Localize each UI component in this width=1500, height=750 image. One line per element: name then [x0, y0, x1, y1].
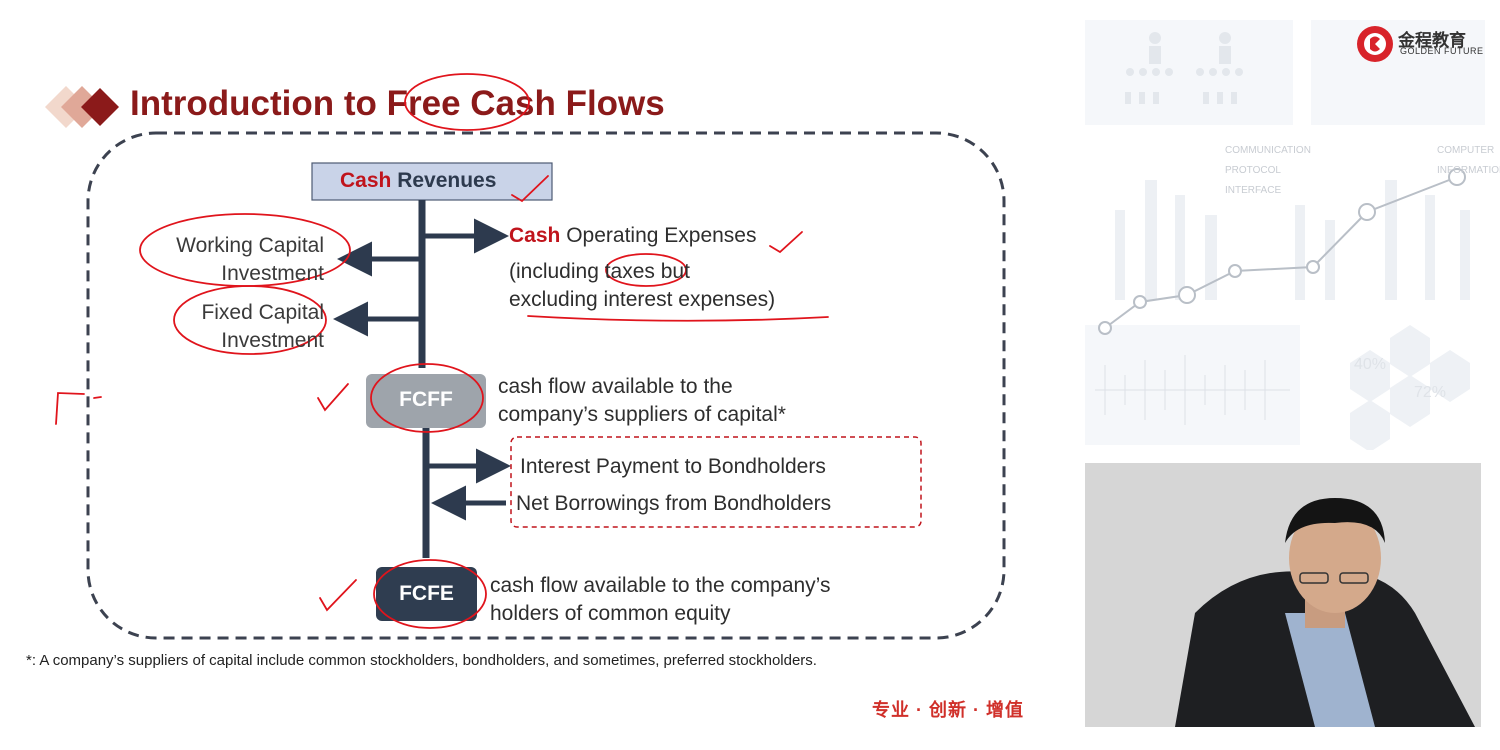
bg-label-information: INFORMATION: [1437, 165, 1500, 176]
background-graphics: [1085, 20, 1485, 450]
fcfe-desc-line2: holders of common equity: [490, 602, 731, 625]
operating-expenses-label: Cash Operating Expenses (including taxes…: [509, 222, 775, 314]
opex-line2: (including taxes but: [509, 260, 690, 283]
fcff-desc-line2: company’s suppliers of capital*: [498, 403, 786, 426]
opex-line1: Cash Operating Expenses: [509, 222, 775, 250]
golden-future-logo-icon: [1357, 26, 1393, 62]
fixed-capital-line2: Investment: [221, 329, 324, 352]
opex-line3: excluding interest expenses): [509, 288, 776, 311]
fcfe-description: cash flow available to the company’s hol…: [490, 572, 830, 628]
footnote: *: A company’s suppliers of capital incl…: [26, 652, 817, 669]
cash-revenues-box: Cash Revenues: [340, 169, 496, 193]
fcfe-desc-line1: cash flow available to the company’s: [490, 574, 831, 597]
logo-english-text: GOLDEN FUTURE: [1400, 46, 1484, 56]
presenter-image: [1085, 463, 1481, 727]
opex-word-cash: Cash: [509, 224, 561, 247]
opex-word-rest: Operating Expenses: [566, 224, 757, 247]
fixed-capital-label: Fixed Capital Investment: [122, 299, 324, 355]
diagram-graphics: [55, 73, 1006, 640]
bg-label-interface: INTERFACE: [1225, 185, 1282, 196]
bg-label-communication: COMMUNICATION: [1225, 145, 1311, 156]
slogan: 专业 · 创新 · 增值: [872, 700, 1024, 720]
net-borrowings-label: Net Borrowings from Bondholders: [516, 492, 832, 515]
bg-label-computer: COMPUTER: [1437, 145, 1495, 156]
working-capital-line1: Working Capital: [176, 234, 324, 257]
bg-percent-40: 40%: [1354, 356, 1387, 373]
working-capital-line2: Investment: [221, 262, 324, 285]
slide-title: Introduction to Free Cash Flows: [130, 84, 665, 123]
bg-label-protocol: PROTOCOL: [1225, 165, 1281, 176]
bg-percent-72: 72%: [1414, 384, 1447, 401]
cash-revenues-word-revenues: Revenues: [397, 169, 497, 192]
fcff-box: FCFF: [399, 388, 453, 411]
title-diamonds-icon: [45, 86, 119, 128]
working-capital-label: Working Capital Investment: [122, 232, 324, 288]
webcam-video: [1085, 463, 1481, 727]
logo-chinese-text: 金程教育: [1398, 31, 1466, 50]
interest-payment-label: Interest Payment to Bondholders: [520, 455, 826, 478]
fcff-description: cash flow available to the company’s sup…: [498, 373, 786, 429]
fcff-desc-line1: cash flow available to the: [498, 375, 733, 398]
fixed-capital-line1: Fixed Capital: [201, 301, 324, 324]
fcfe-box: FCFE: [399, 582, 454, 605]
cash-revenues-word-cash: Cash: [340, 169, 392, 192]
